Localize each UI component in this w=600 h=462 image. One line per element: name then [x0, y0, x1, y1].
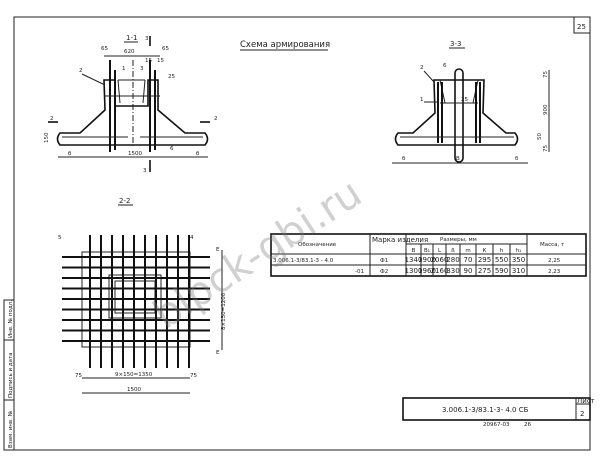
svg-text:25: 25 [461, 97, 468, 103]
size-cell: 295 [478, 256, 491, 264]
svg-text:б: б [68, 151, 72, 157]
svg-text:В: В [456, 156, 460, 162]
svg-text:2,25: 2,25 [548, 258, 561, 264]
svg-text:8×150=1200: 8×150=1200 [221, 292, 227, 330]
size-cell: 330 [446, 267, 459, 275]
svg-text:Размеры, мм: Размеры, мм [440, 237, 477, 243]
size-cell: 310 [512, 267, 525, 275]
svg-text:б: б [196, 151, 200, 157]
svg-text:2: 2 [420, 65, 424, 71]
svg-text:15: 15 [145, 58, 152, 64]
svg-text:6: 6 [443, 63, 447, 69]
size-cell: 2060 [431, 256, 449, 264]
size-column-header: К [483, 248, 487, 254]
svg-text:65: 65 [101, 46, 108, 52]
svg-text:-01: -01 [355, 269, 364, 275]
corner-number: 25 [577, 23, 586, 31]
sheet-number: 2 [580, 410, 584, 418]
svg-text:Лист: Лист [577, 397, 595, 405]
section-3-3: 3-3 75 900 50 75 25 б В б 2 6 1 [392, 40, 550, 164]
svg-text:65: 65 [162, 46, 169, 52]
svg-text:Обозначение: Обозначение [298, 242, 337, 248]
size-cell: 350 [512, 256, 525, 264]
svg-text:900: 900 [543, 104, 549, 115]
drawing-title: Схема армирования [240, 40, 330, 50]
svg-text:3: 3 [145, 36, 149, 42]
svg-text:1: 1 [122, 66, 126, 72]
size-column-header: h₁ [516, 248, 522, 254]
svg-text:75: 75 [543, 71, 549, 78]
dimensions-table: Обозначение Марка изделия Размеры, мм Ма… [270, 233, 587, 277]
svg-text:E: E [216, 247, 220, 253]
size-cell: 590 [495, 267, 508, 275]
svg-text:75: 75 [75, 373, 82, 379]
title-block: 3.006.1-3/83.1-3- 4.0 СБ Лист 2 20967-03… [402, 397, 595, 428]
svg-text:б: б [515, 156, 519, 162]
corner-box [573, 16, 591, 34]
section-2-2-label: 2-2 [119, 197, 130, 205]
svg-text:2: 2 [79, 68, 83, 74]
svg-text:50: 50 [537, 133, 543, 140]
strip-field-2: Подпись и дата [8, 352, 14, 398]
size-cell: 1340 [405, 256, 423, 264]
section-1-1-label: 1-1 [126, 34, 137, 42]
strip-field-1: Инв. № подл. [8, 300, 14, 338]
svg-text:15: 15 [157, 58, 164, 64]
svg-text:3.006.1-3/83.1-3 - 4.0: 3.006.1-3/83.1-3 - 4.0 [273, 258, 334, 264]
svg-text:3: 3 [143, 168, 147, 174]
svg-text:6: 6 [170, 146, 174, 152]
size-column-header: В [412, 248, 416, 254]
svg-text:2,23: 2,23 [548, 269, 561, 275]
svg-text:150: 150 [44, 132, 50, 143]
size-cell: 280 [446, 256, 459, 264]
svg-text:75: 75 [543, 145, 549, 152]
svg-text:2: 2 [50, 116, 54, 122]
footer-page: 26 [524, 422, 531, 428]
size-cell: 90 [464, 267, 473, 275]
svg-text:Марка изделия: Марка изделия [372, 236, 428, 244]
svg-text:4: 4 [190, 235, 194, 241]
size-column-header: h [500, 248, 504, 254]
section-3-3-label: 3-3 [450, 40, 461, 48]
sheet-frame [13, 16, 591, 451]
svg-text:E: E [216, 350, 220, 356]
svg-text:1500: 1500 [128, 151, 142, 157]
size-column-header: ß [451, 248, 455, 254]
size-cell: 550 [495, 256, 508, 264]
size-cell: 70 [464, 256, 473, 264]
svg-text:Масса, т: Масса, т [540, 242, 565, 248]
section-1-1: 1-1 3 65 620 65 15 15 25 150 б 1500 б 1 … [44, 34, 218, 174]
size-column-header: В₁ [424, 248, 430, 254]
drawing-code: 3.006.1-3/83.1-3- 4.0 СБ [442, 406, 529, 414]
size-cell: 2160 [431, 267, 449, 275]
strip-field-3: Взам. инв. № [8, 410, 14, 448]
size-column-header: L [438, 248, 442, 254]
size-cell: 275 [478, 267, 491, 275]
size-cell: 1900 [418, 256, 436, 264]
size-cell: 1300 [405, 267, 423, 275]
svg-text:3: 3 [140, 66, 144, 72]
svg-text:25: 25 [168, 74, 175, 80]
section-2-2: 2-2 5 4 E 8×150=1200 E 75 9×150=1350 75 … [58, 197, 227, 394]
svg-text:1500: 1500 [127, 387, 141, 393]
footer-code: 20967-03 [483, 422, 510, 428]
svg-text:75: 75 [190, 373, 197, 379]
svg-text:5: 5 [58, 235, 62, 241]
svg-text:б: б [402, 156, 406, 162]
size-cell: 1960 [418, 267, 436, 275]
svg-text:Ф1: Ф1 [380, 258, 388, 264]
svg-text:Ф2: Ф2 [380, 269, 388, 275]
svg-text:1: 1 [420, 97, 424, 103]
svg-text:2: 2 [214, 116, 218, 122]
left-strip: Инв. № подл. Подпись и дата Взам. инв. № [3, 299, 15, 451]
size-column-header: m [465, 248, 470, 254]
svg-text:620: 620 [124, 49, 135, 55]
svg-text:9×150=1350: 9×150=1350 [115, 372, 153, 378]
